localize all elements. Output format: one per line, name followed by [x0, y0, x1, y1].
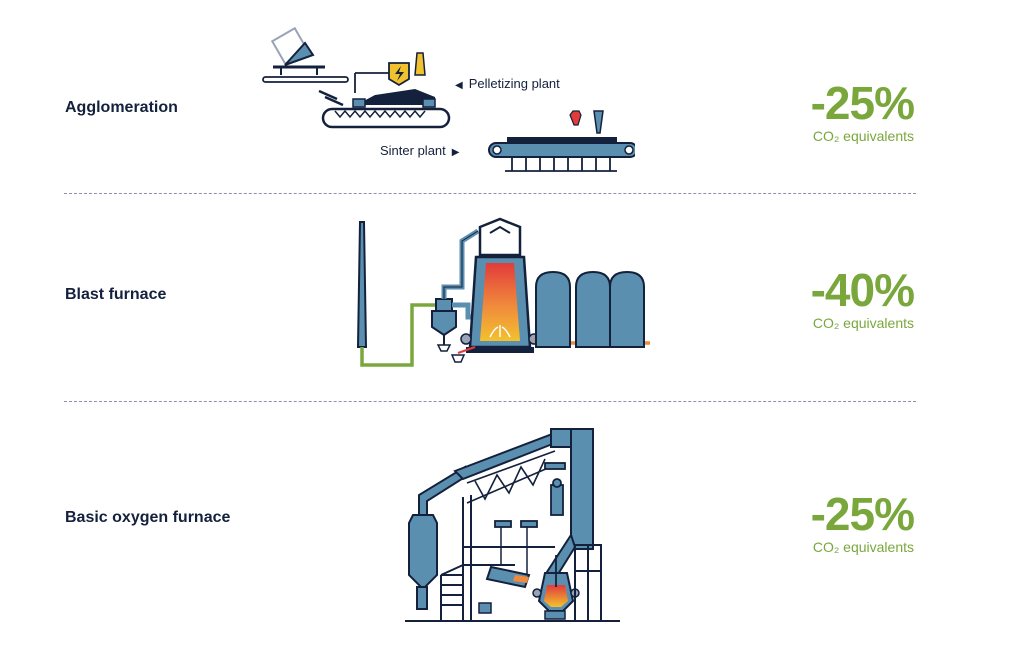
- annotation-pelletizing: ◀Pelletizing plant: [455, 76, 560, 91]
- section-agglomeration: Agglomeration: [0, 0, 1024, 190]
- ladle: [485, 527, 531, 589]
- basic-oxygen-furnace-illustration: [405, 428, 620, 622]
- divider-2: [64, 401, 916, 402]
- metric-basic-oxygen-furnace: -25% CO₂ equivalents: [810, 488, 915, 555]
- section-label-blast-furnace: Blast furnace: [65, 286, 167, 303]
- metric-blast-furnace: -40% CO₂ equivalents: [810, 264, 915, 331]
- section-label-basic-oxygen-furnace: Basic oxygen furnace: [65, 509, 231, 526]
- reduction-unit: CO₂ equivalents: [812, 539, 914, 555]
- feeder-icon: [270, 26, 325, 75]
- arrow-right-icon: ▶: [451, 147, 460, 158]
- reduction-percent: -40%: [810, 264, 915, 316]
- agglomeration-illustration: [262, 26, 635, 172]
- section-blast-furnace: Blast furnace: [0, 195, 1024, 400]
- section-label-agglomeration: Agglomeration: [65, 99, 178, 116]
- section-basic-oxygen-furnace: Basic oxygen furnace: [0, 403, 1024, 651]
- reduction-percent: -25%: [810, 77, 915, 129]
- reduction-unit: CO₂ equivalents: [812, 315, 914, 331]
- gas-cleaner: [408, 514, 438, 610]
- power-icon: [354, 52, 426, 93]
- hot-stoves: [535, 270, 645, 348]
- annotation-sinter: Sinter plant▶: [380, 143, 460, 158]
- converter: [532, 555, 580, 612]
- reduction-percent: -25%: [810, 488, 915, 540]
- reduction-unit: CO₂ equivalents: [812, 128, 914, 144]
- pelletizing-conveyor: [321, 89, 451, 129]
- sinter-plant: [488, 110, 635, 172]
- blast-furnace-illustration: [356, 217, 650, 367]
- metric-agglomeration: -25% CO₂ equivalents: [810, 77, 915, 144]
- furnace-body: [460, 217, 540, 353]
- divider-1: [64, 193, 916, 194]
- dust-catcher: [431, 298, 457, 352]
- arrow-left-icon: ◀: [455, 80, 463, 91]
